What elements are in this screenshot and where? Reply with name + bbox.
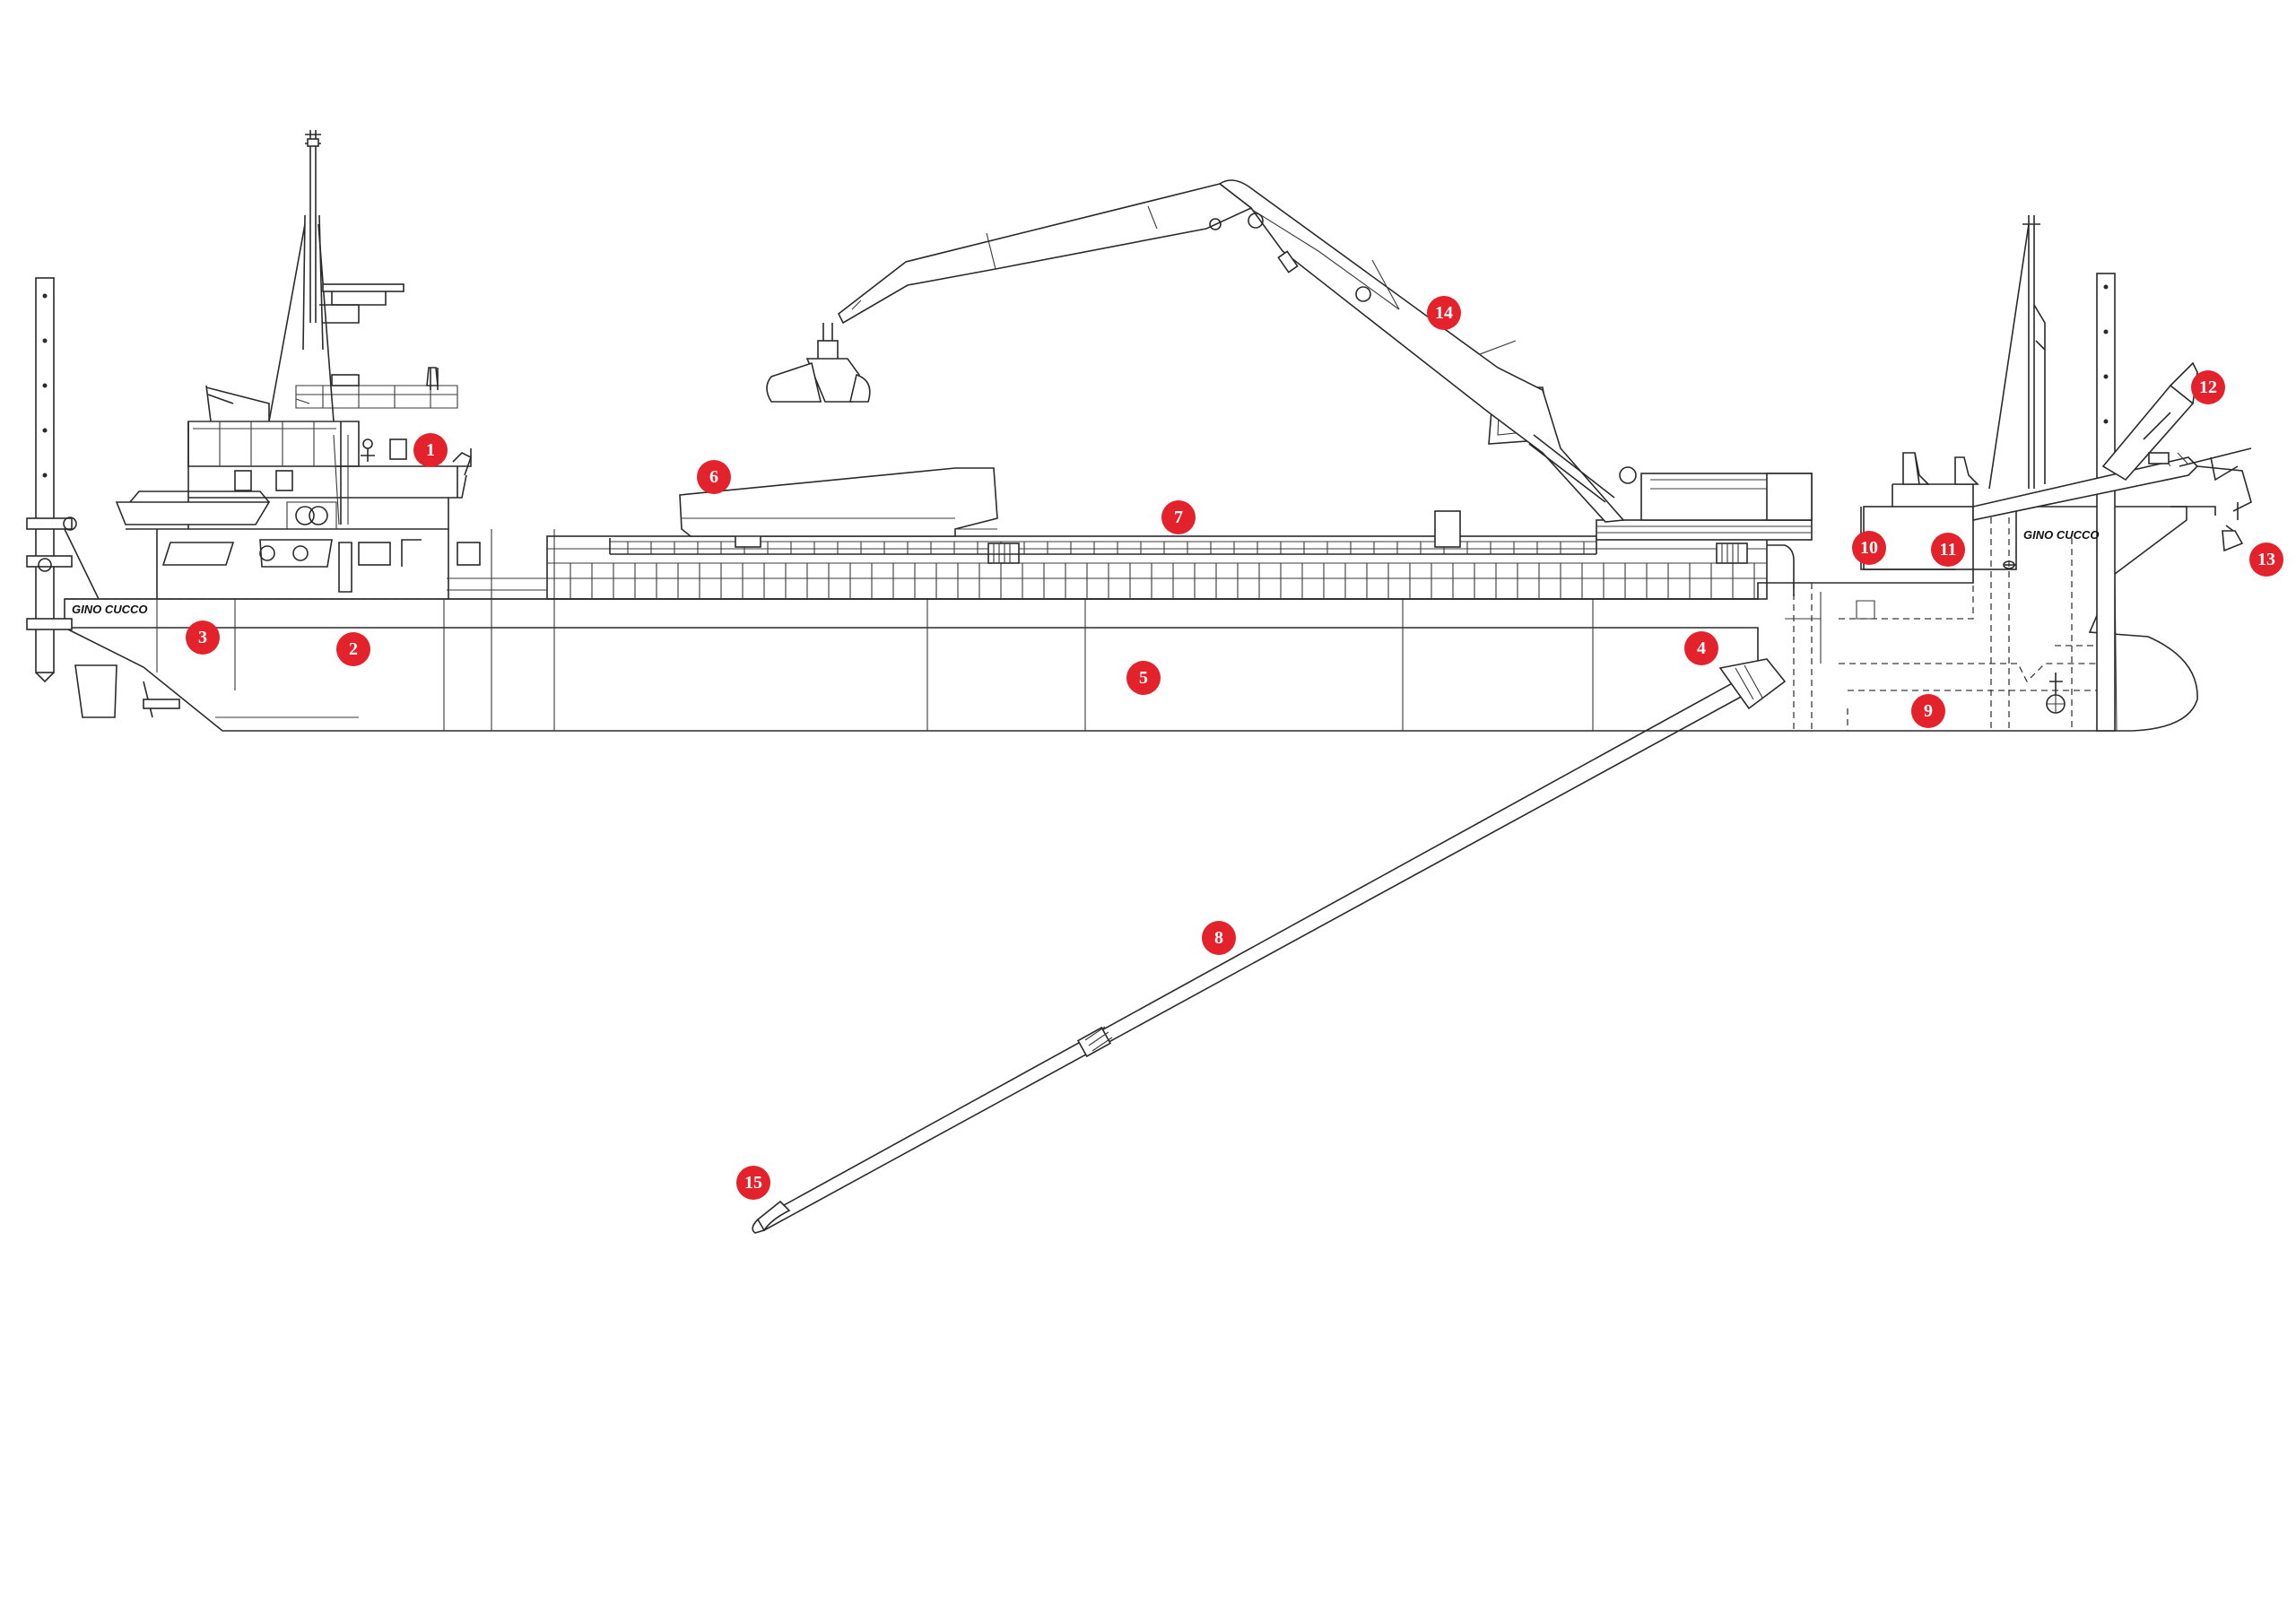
marker-label: 3 (198, 628, 207, 647)
marker-2: 2 (336, 632, 370, 666)
marker-4: 4 (1684, 631, 1718, 665)
marker-label: 8 (1214, 928, 1223, 948)
marker-label: 10 (1860, 538, 1878, 558)
marker-14: 14 (1427, 296, 1461, 330)
hopper-coaming (447, 535, 1795, 600)
marker-5: 5 (1126, 661, 1161, 695)
marker-label: 11 (1940, 540, 1957, 560)
rudder (74, 664, 180, 718)
vessel-name-bow: GINO CUCCO (2023, 528, 2100, 542)
marker-1: 1 (413, 433, 448, 467)
callout-markers: 1 2 3 4 5 6 7 8 9 10 11 12 13 14 15 (186, 296, 2283, 1200)
marker-label: 4 (1697, 638, 1706, 658)
marker-6: 6 (697, 460, 731, 494)
marker-label: 14 (1435, 303, 1453, 323)
marker-label: 12 (2199, 378, 2217, 397)
marker-11: 11 (1931, 533, 1965, 567)
superstructure (115, 385, 481, 599)
marker-label: 13 (2257, 550, 2275, 569)
marker-3: 3 (186, 621, 220, 655)
marker-label: 5 (1139, 668, 1148, 688)
coaming-ribs (570, 542, 1755, 599)
marker-label: 7 (1174, 508, 1183, 527)
marker-7: 7 (1161, 500, 1196, 534)
marker-label: 2 (349, 639, 358, 659)
mast (268, 130, 439, 422)
vessel-name-stern: GINO CUCCO (72, 603, 148, 616)
marker-9: 9 (1911, 694, 1945, 728)
stern-spud-pole (26, 277, 100, 683)
marker-label: 15 (744, 1173, 762, 1193)
marker-label: 1 (426, 440, 435, 460)
suction-pipe (752, 658, 1787, 1234)
marker-label: 9 (1924, 701, 1933, 721)
excavator (766, 179, 1813, 541)
marker-8: 8 (1202, 921, 1236, 955)
hopper-hatch-cover (679, 467, 998, 537)
marker-10: 10 (1852, 531, 1886, 565)
marker-label: 6 (709, 467, 718, 487)
marker-13: 13 (2249, 542, 2283, 577)
bow-equipment (1785, 215, 2252, 732)
marker-12: 12 (2191, 370, 2225, 404)
marker-15: 15 (736, 1166, 770, 1200)
